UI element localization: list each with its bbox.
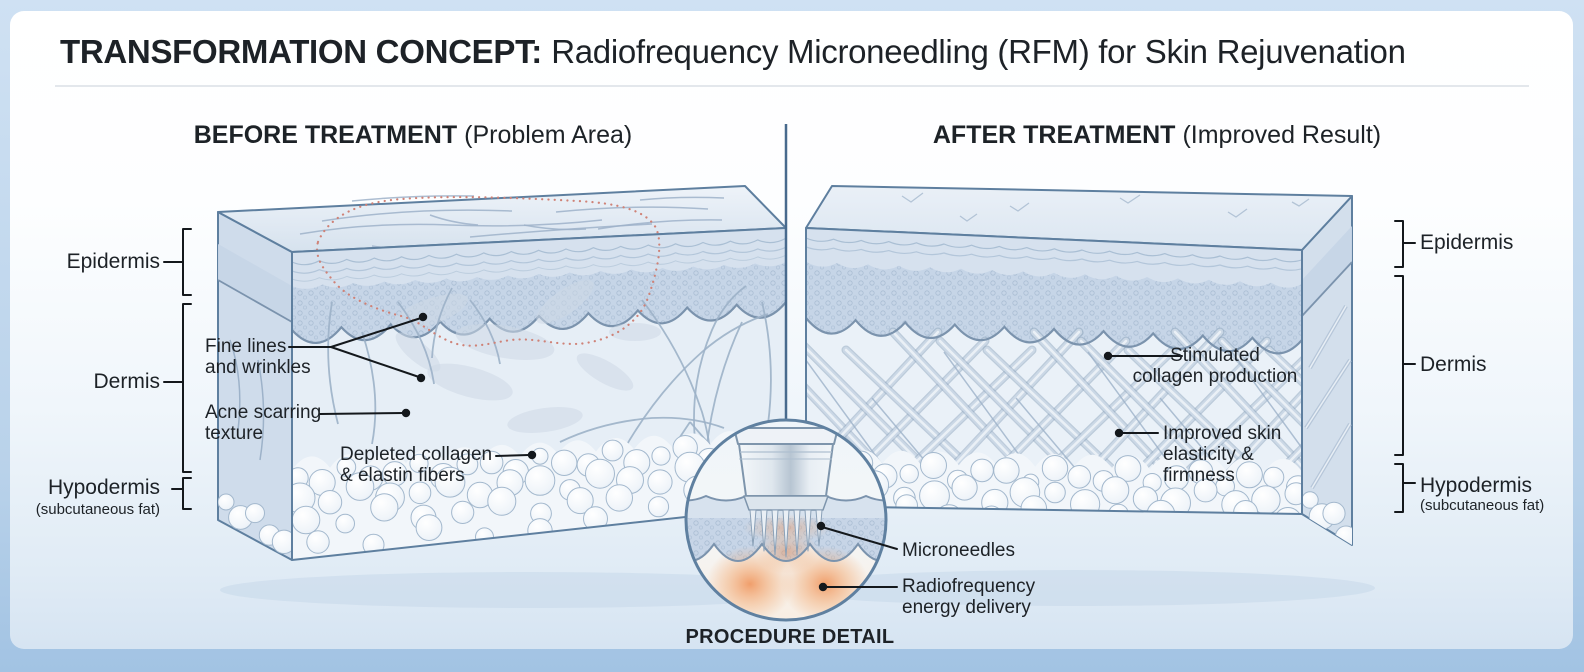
after-heading: AFTER TREATMENT(Improved Result) xyxy=(907,121,1407,150)
annotation-improved-skin: Improved skin elasticity & firmness xyxy=(1163,423,1281,486)
before-heading-qualifier: (Problem Area) xyxy=(464,121,633,149)
annotation-line: Fine lines xyxy=(205,336,287,357)
annotation-line: Improved skin xyxy=(1163,423,1282,444)
annotation-line: collagen production xyxy=(1132,366,1298,387)
layer-label-hypodermis-right: Hypodermis xyxy=(1420,474,1533,497)
annotation-line: & elastin fibers xyxy=(340,465,465,486)
annotation-line: Depleted collagen xyxy=(340,444,493,465)
annotation-line: Radiofrequency xyxy=(902,576,1036,597)
after-heading-main: AFTER TREATMENT xyxy=(932,121,1176,149)
layer-label-hypodermis-left: Hypodermis xyxy=(47,476,160,499)
annotation-microneedles: Microneedles xyxy=(902,540,1015,561)
layer-label-epidermis-right: Epidermis xyxy=(1420,231,1514,254)
annotation-line: energy delivery xyxy=(902,597,1031,618)
inset-caption: PROCEDURE DETAIL xyxy=(685,626,895,648)
annotation-line: firmness xyxy=(1163,465,1235,486)
annotation-line: and wrinkles xyxy=(205,357,311,378)
title-lead: TRANSFORMATION CONCEPT: xyxy=(60,33,542,70)
annotation-line: elasticity & xyxy=(1163,444,1254,465)
annotation-depleted-collagen: Depleted collagen & elastin fibers xyxy=(340,444,492,486)
annotation-rf-energy: Radiofrequency energy delivery xyxy=(902,576,1035,618)
before-heading-main: BEFORE TREATMENT xyxy=(193,121,458,149)
page-title: TRANSFORMATION CONCEPT:Radiofrequency Mi… xyxy=(60,33,1406,71)
annotation-line: Stimulated xyxy=(1170,345,1260,366)
layer-sublabel-hypodermis-left: (subcutaneous fat) xyxy=(35,501,160,518)
layer-label-dermis-right: Dermis xyxy=(1420,353,1487,376)
layer-label-dermis-left: Dermis xyxy=(93,370,161,393)
annotation-line: Acne scarring xyxy=(205,402,322,423)
annotation-stimulated-collagen: Stimulated collagen production xyxy=(1115,345,1315,387)
annotation-acne-scarring: Acne scarring texture xyxy=(205,402,321,444)
before-heading: BEFORE TREATMENT(Problem Area) xyxy=(163,121,663,150)
after-heading-qualifier: (Improved Result) xyxy=(1182,121,1382,149)
layer-sublabel-hypodermis-right: (subcutaneous fat) xyxy=(1420,497,1545,514)
annotation-fine-lines: Fine lines and wrinkles xyxy=(205,336,311,378)
layer-label-epidermis-left: Epidermis xyxy=(66,250,160,273)
title-divider xyxy=(55,85,1529,87)
title-rest: Radiofrequency Microneedling (RFM) for S… xyxy=(551,33,1406,70)
annotation-line: texture xyxy=(205,423,264,444)
